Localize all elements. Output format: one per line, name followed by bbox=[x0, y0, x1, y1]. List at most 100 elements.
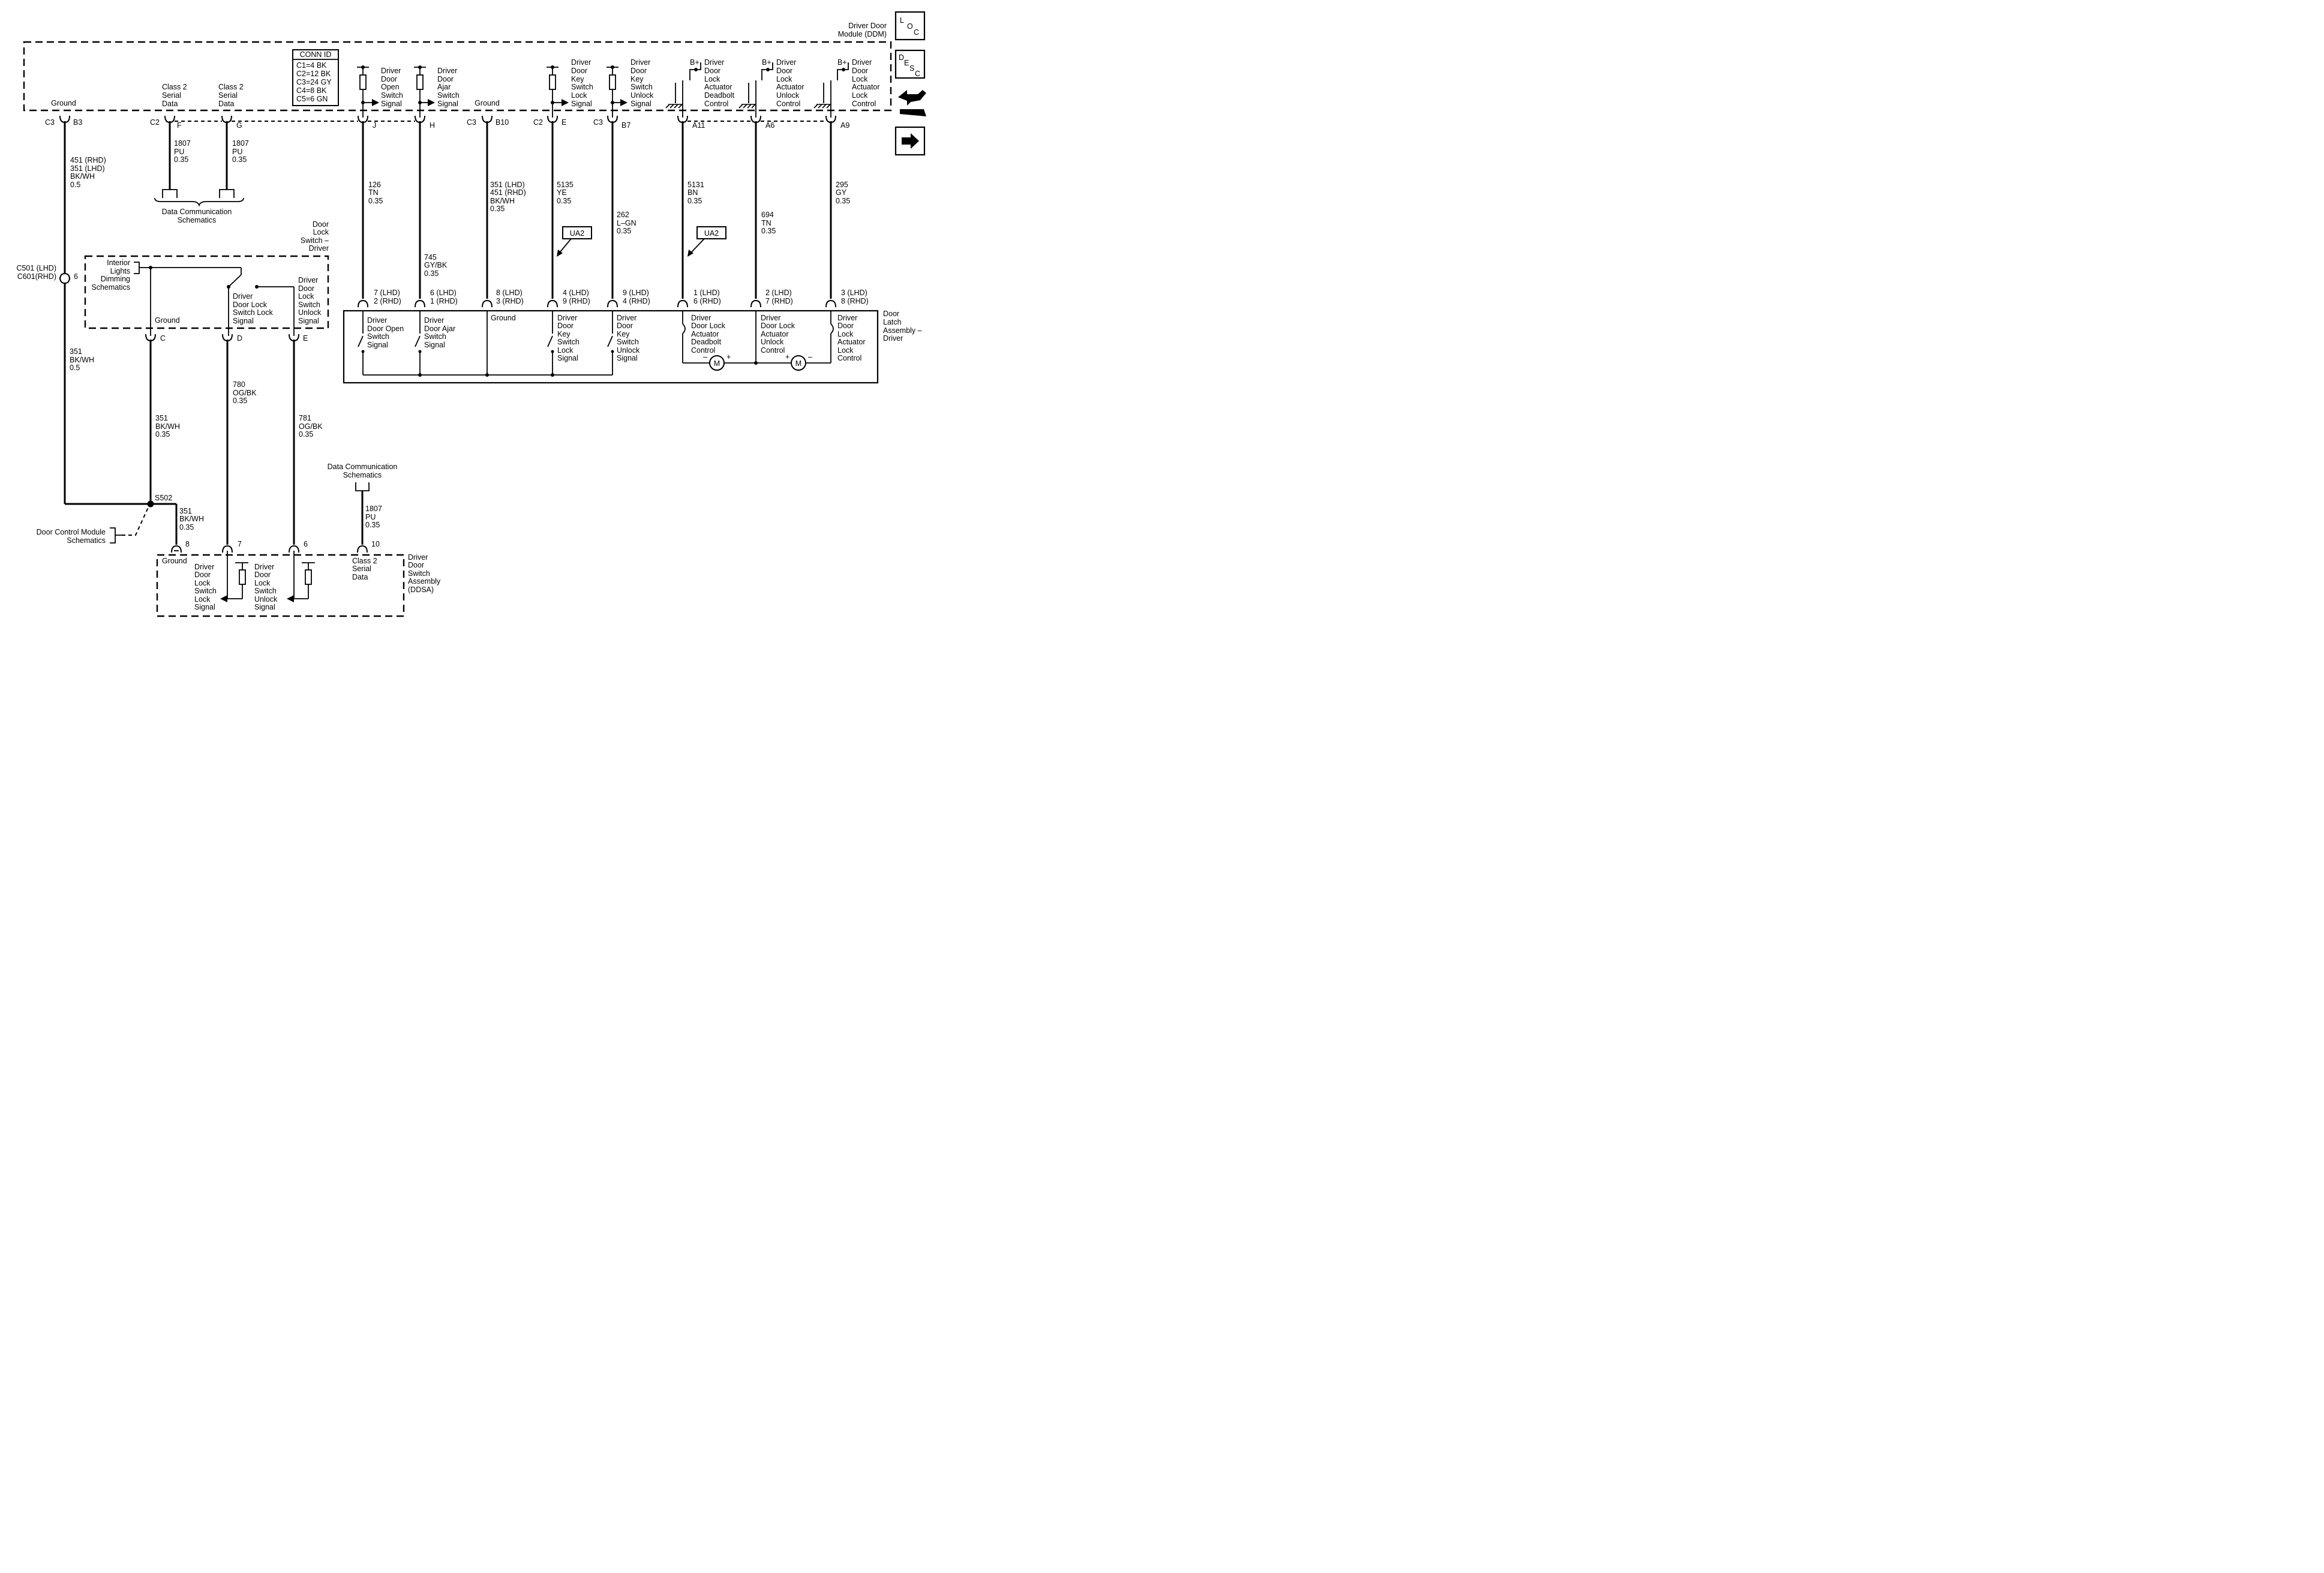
svg-text:UA2: UA2 bbox=[704, 229, 719, 238]
svg-text:S: S bbox=[909, 64, 914, 73]
svg-text:Lock: Lock bbox=[571, 91, 587, 100]
next-page-icon[interactable] bbox=[894, 126, 926, 156]
svg-text:M: M bbox=[714, 359, 720, 368]
wire-780-label: 780 OG/BK 0.35 bbox=[233, 380, 257, 405]
svg-text:8: 8 bbox=[185, 540, 190, 548]
svg-text:351 (LHD): 351 (LHD) bbox=[70, 164, 105, 173]
svg-text:Driver: Driver bbox=[254, 563, 274, 571]
wire-781-label: 781 OG/BK 0.35 bbox=[299, 414, 323, 439]
svg-text:Signal: Signal bbox=[630, 100, 651, 108]
svg-text:Door: Door bbox=[883, 310, 899, 318]
svg-text:Signal: Signal bbox=[367, 341, 388, 349]
svg-text:Actuator: Actuator bbox=[691, 330, 719, 338]
svg-text:C: C bbox=[160, 334, 166, 343]
svg-text:745: 745 bbox=[424, 253, 437, 262]
svg-text:Switch –: Switch – bbox=[301, 236, 329, 245]
svg-text:Door: Door bbox=[313, 220, 329, 229]
svg-text:Lock: Lock bbox=[194, 595, 211, 604]
wire-351d-label: 351 BK/WH 0.35 bbox=[155, 414, 180, 439]
svg-text:Control: Control bbox=[704, 100, 728, 108]
svg-text:Unlock: Unlock bbox=[617, 346, 640, 355]
pin-h-label: H bbox=[430, 121, 435, 130]
pin-a11-label: A11 bbox=[692, 121, 705, 130]
svg-text:Switch: Switch bbox=[408, 569, 430, 578]
ddm-ajar-switch-label: Driver Door Ajar Switch Signal bbox=[437, 67, 460, 108]
pin-a9-label: A9 bbox=[840, 121, 849, 130]
svg-text:Class 2: Class 2 bbox=[352, 557, 377, 565]
svg-text:Ground: Ground bbox=[155, 316, 180, 325]
svg-text:1 (LHD): 1 (LHD) bbox=[693, 289, 720, 297]
ddsa-module: Driver Door Switch Assembly (DDSA) 8 7 6… bbox=[156, 540, 441, 617]
svg-text:0.35: 0.35 bbox=[155, 430, 170, 439]
svg-text:Driver: Driver bbox=[852, 58, 872, 67]
wire-5135-label: 5135 YE 0.35 bbox=[557, 181, 574, 205]
svg-text:Control: Control bbox=[761, 346, 785, 355]
svg-text:Driver: Driver bbox=[630, 58, 650, 67]
wire-295-label: 295 GY 0.35 bbox=[836, 181, 850, 205]
svg-text:OG/BK: OG/BK bbox=[233, 389, 257, 397]
svg-text:351: 351 bbox=[155, 414, 168, 422]
svg-text:Switch: Switch bbox=[557, 338, 580, 346]
svg-text:0.35: 0.35 bbox=[368, 197, 383, 205]
svg-text:0.35: 0.35 bbox=[179, 523, 194, 532]
svg-text:Door: Door bbox=[571, 67, 587, 75]
svg-text:Control: Control bbox=[691, 346, 715, 355]
svg-text:694: 694 bbox=[761, 211, 774, 219]
svg-text:Driver: Driver bbox=[408, 553, 428, 562]
svg-text:Signal: Signal bbox=[194, 603, 215, 611]
wire-351e-label: 351 BK/WH 0.35 bbox=[179, 507, 204, 532]
svg-text:Deadbolt: Deadbolt bbox=[691, 338, 722, 346]
svg-text:4 (LHD): 4 (LHD) bbox=[563, 289, 589, 297]
svg-text:0.35: 0.35 bbox=[299, 430, 313, 439]
svg-text:Switch: Switch bbox=[630, 83, 653, 91]
svg-text:Ajar: Ajar bbox=[437, 83, 451, 91]
svg-text:C: C bbox=[914, 28, 919, 37]
svg-text:Signal: Signal bbox=[233, 317, 254, 325]
svg-text:0.35: 0.35 bbox=[687, 197, 702, 205]
wire-1807a-label: 1807 PU 0.35 bbox=[174, 139, 191, 164]
svg-text:126: 126 bbox=[368, 181, 381, 189]
svg-text:YE: YE bbox=[557, 188, 567, 197]
door-latch-assembly: Door Latch Assembly – Driver 7 (LHD) 2 (… bbox=[343, 289, 922, 384]
location-icon[interactable]: L O C bbox=[894, 11, 926, 41]
svg-text:Driver: Driver bbox=[437, 67, 457, 75]
svg-text:S502: S502 bbox=[155, 494, 172, 502]
svg-text:Driver Door: Driver Door bbox=[848, 22, 887, 30]
svg-text:Switch Lock: Switch Lock bbox=[233, 308, 273, 317]
pin-g-label: G bbox=[236, 121, 242, 130]
svg-text:D: D bbox=[899, 53, 904, 62]
svg-text:Unlock: Unlock bbox=[776, 91, 800, 100]
wire-262-label: 262 L–GN 0.35 bbox=[617, 211, 636, 235]
svg-text:Interior: Interior bbox=[107, 259, 130, 267]
svg-text:Lock: Lock bbox=[704, 75, 720, 83]
svg-text:Signal: Signal bbox=[617, 354, 638, 362]
ddm-class2-a-label: Class 2 Serial Data bbox=[162, 83, 187, 108]
svg-text:Driver: Driver bbox=[883, 334, 903, 343]
ddm-ground-label: Ground bbox=[51, 99, 76, 107]
svg-text:Lock: Lock bbox=[776, 75, 792, 83]
description-icon[interactable]: D E S C bbox=[894, 49, 926, 79]
svg-text:Signal: Signal bbox=[424, 341, 445, 349]
svg-text:Ground: Ground bbox=[491, 314, 516, 322]
svg-text:Driver: Driver bbox=[617, 314, 636, 322]
svg-text:Key: Key bbox=[630, 75, 644, 83]
svg-text:Driver: Driver bbox=[571, 58, 591, 67]
svg-text:D: D bbox=[237, 334, 242, 343]
svg-text:Driver: Driver bbox=[298, 276, 318, 284]
svg-text:Driver: Driver bbox=[424, 316, 444, 325]
pin-c3-label: C3 bbox=[45, 118, 55, 127]
svg-text:Door: Door bbox=[437, 75, 454, 83]
wires bbox=[64, 121, 832, 545]
svg-text:7: 7 bbox=[238, 540, 242, 548]
svg-text:Schematics: Schematics bbox=[67, 536, 106, 545]
wire-694-label: 694 TN 0.35 bbox=[761, 211, 776, 235]
pin-b3-label: B3 bbox=[73, 118, 82, 127]
ua2-callout-1: UA2 bbox=[557, 226, 592, 257]
svg-text:E: E bbox=[904, 59, 909, 67]
hand-wrench-icon[interactable] bbox=[898, 90, 926, 116]
wire-351c-label: 351 BK/WH 0.5 bbox=[70, 347, 94, 372]
svg-text:8 (RHD): 8 (RHD) bbox=[841, 297, 869, 305]
svg-text:Unlock: Unlock bbox=[298, 308, 322, 317]
pin-c3c-label: C3 bbox=[593, 118, 603, 127]
svg-text:BK/WH: BK/WH bbox=[490, 197, 515, 205]
